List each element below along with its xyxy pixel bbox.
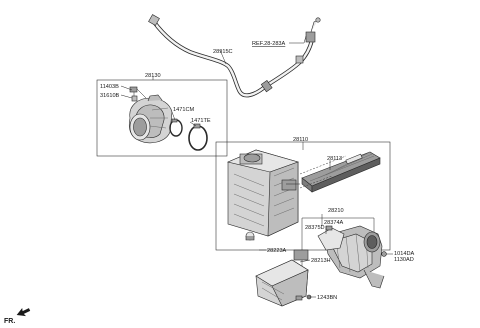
label-11403b: 11403B (100, 84, 119, 90)
label-28213h: 28213H (311, 258, 331, 264)
label-28374a: 28374A (324, 220, 344, 226)
air-duct-28210 (317, 225, 387, 289)
label-28223a: 28223A (267, 248, 287, 254)
filter-element-28113 (301, 151, 381, 193)
label-1130ad: 1130AD (394, 257, 414, 263)
clamp-1471te (188, 123, 208, 151)
label-31610b: 31610B (100, 93, 120, 99)
assembly-box-28130 (96, 79, 228, 157)
leader-lines (120, 35, 393, 298)
label-ref-28-283a[interactable]: REF.28-283A (252, 41, 286, 47)
label-28210: 28210 (328, 208, 344, 214)
label-1243bn: 1243BN (317, 295, 337, 301)
label-28130: 28130 (145, 73, 161, 79)
air-cleaner-housing (227, 149, 300, 241)
label-28110: 28110 (293, 137, 308, 143)
breather-hose-28915c (148, 14, 321, 98)
label-28113: 28113 (327, 156, 342, 162)
label-28375d: 28375D (305, 225, 325, 231)
front-arrow-icon (16, 307, 31, 317)
guide-lines (299, 155, 347, 189)
label-1014da: 1014DA (394, 251, 414, 257)
clamp-1471cm (169, 118, 183, 137)
label-fr: FR. (4, 318, 15, 325)
label-1471te: 1471TE (191, 118, 211, 124)
label-1471cm: 1471CM (173, 107, 194, 113)
intake-duct-28130 (128, 86, 173, 144)
label-28915c: 28915C (213, 49, 233, 55)
lower-cover-28213h (255, 249, 312, 307)
